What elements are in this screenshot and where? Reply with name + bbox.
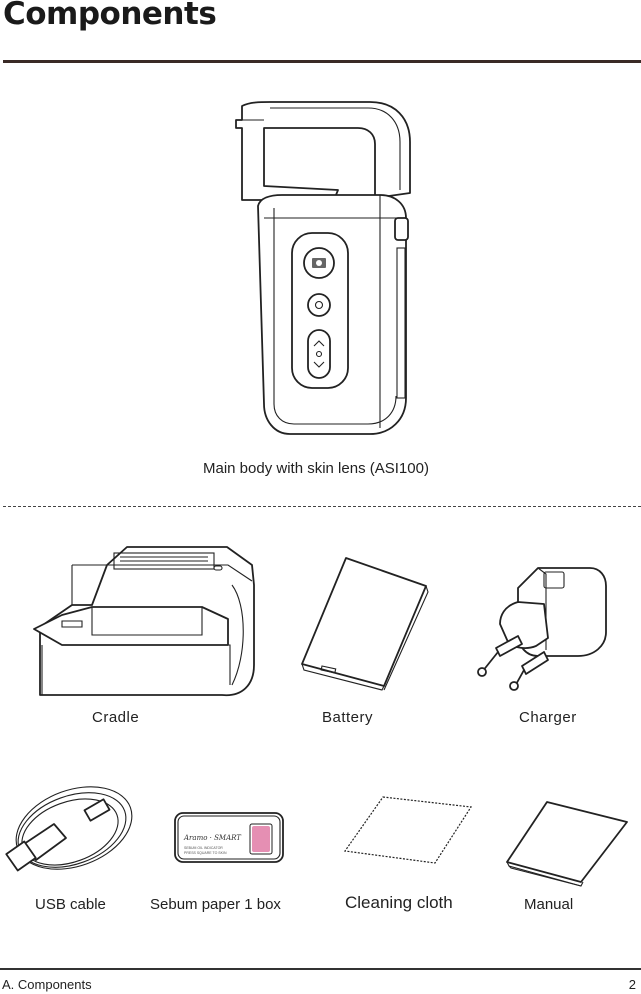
- usb-cable-illustration: [5, 786, 133, 872]
- footer-divider: [0, 968, 641, 970]
- usb-cable-caption: USB cable: [35, 896, 106, 913]
- sebum-paper-illustration: [174, 812, 284, 863]
- page-title: Components: [3, 0, 217, 32]
- sebum-brand: Aramo · SMART: [184, 834, 241, 842]
- battery-illustration: [301, 557, 429, 691]
- charger-illustration: [477, 567, 607, 691]
- page-number: 2: [628, 977, 636, 992]
- cleaning-cloth-illustration: [343, 796, 473, 864]
- section-divider: [3, 506, 641, 507]
- title-divider: [3, 60, 641, 63]
- main-body-illustration: [235, 101, 411, 435]
- sebum-line-1: SEBUM OIL INDICATOR: [184, 846, 223, 850]
- sebum-paper-caption: Sebum paper 1 box: [150, 896, 281, 913]
- charger-caption: Charger: [519, 709, 577, 726]
- cradle-illustration: [33, 546, 255, 697]
- cradle-caption: Cradle: [92, 709, 140, 726]
- manual-caption: Manual: [524, 896, 574, 913]
- battery-caption: Battery: [322, 709, 374, 726]
- manual-illustration: [506, 801, 628, 887]
- footer-section: A. Components: [2, 977, 92, 992]
- sebum-line-2: PRESS SQUARE TO SKIN: [184, 851, 227, 855]
- cleaning-cloth-caption: Cleaning cloth: [345, 893, 453, 912]
- sebum-pad: [252, 826, 270, 852]
- main-body-caption: Main body with skin lens (ASI100): [203, 460, 429, 477]
